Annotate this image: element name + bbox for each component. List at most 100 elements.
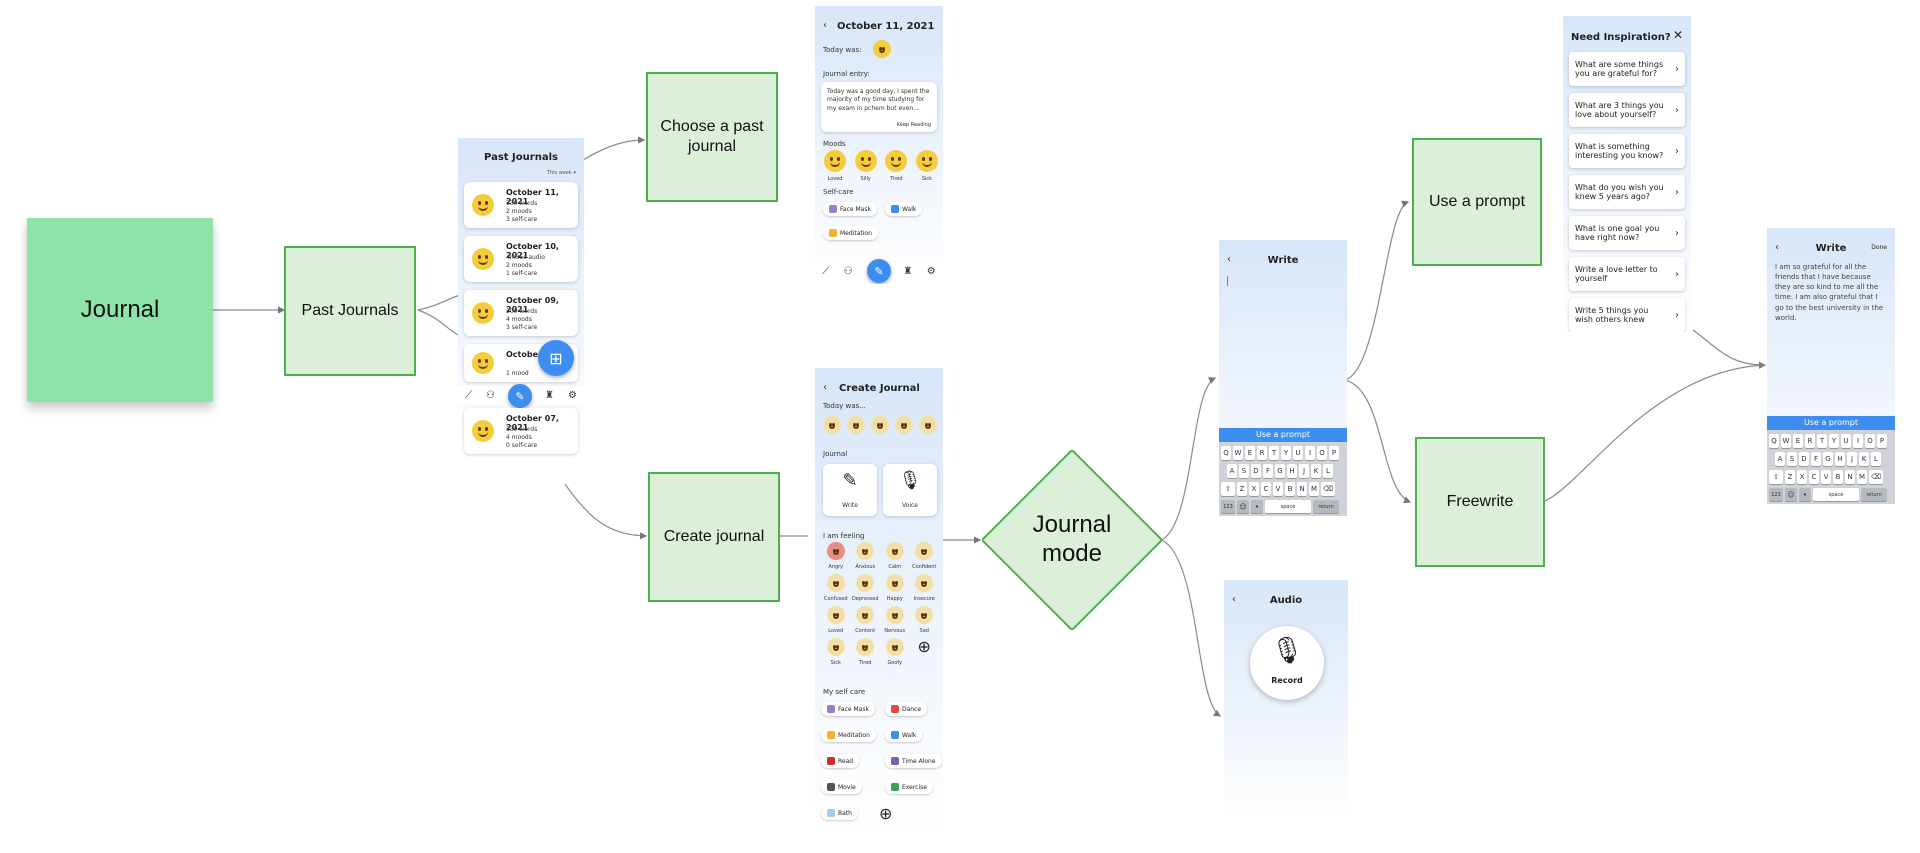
people-icon[interactable]: ⚇ xyxy=(486,389,495,401)
feeling-item[interactable]: Angry xyxy=(821,542,851,570)
prompt-card[interactable]: What do you wish you knew 5 years ago?› xyxy=(1569,175,1685,209)
selfcare-chip[interactable]: Meditation xyxy=(821,728,876,742)
feeling-item[interactable]: Happy xyxy=(880,574,910,602)
key-o[interactable]: O xyxy=(1865,434,1875,448)
selfcare-chip[interactable]: Exercise xyxy=(885,780,933,794)
journal-entry-card[interactable]: October 11, 2021 330 words 2 moods 3 sel… xyxy=(464,182,578,228)
emoji-key-icon[interactable]: ☺ xyxy=(1237,500,1249,513)
prompt-card[interactable]: Write 5 things you wish others knew› xyxy=(1569,298,1685,332)
key-y[interactable]: Y xyxy=(1829,434,1839,448)
key-v[interactable]: V xyxy=(1821,470,1831,484)
voice-option[interactable]: 🎙 Voice xyxy=(883,464,937,516)
key-g[interactable]: G xyxy=(1275,464,1285,478)
key-w[interactable]: W xyxy=(1781,434,1791,448)
back-chevron-icon[interactable]: ‹ xyxy=(823,20,827,31)
back-chevron-icon[interactable]: ‹ xyxy=(1232,594,1236,605)
key-j[interactable]: J xyxy=(1299,464,1309,478)
key-u[interactable]: U xyxy=(1293,446,1303,460)
happy-emoji-icon[interactable] xyxy=(895,416,913,434)
key-r[interactable]: R xyxy=(1805,434,1815,448)
pencil-fab-icon[interactable]: ✎ xyxy=(867,259,891,283)
feeling-item[interactable]: Tired xyxy=(851,638,881,666)
settings-icon[interactable]: ⚙ xyxy=(568,389,577,401)
key-m[interactable]: M xyxy=(1857,470,1867,484)
trophy-icon[interactable]: ♜ xyxy=(903,265,913,277)
text-cursor[interactable] xyxy=(1227,276,1228,286)
key-j[interactable]: J xyxy=(1847,452,1857,466)
selfcare-chip[interactable]: Time Alone xyxy=(885,754,942,768)
feeling-item[interactable]: Calm xyxy=(880,542,910,570)
add-journal-fab-icon[interactable]: ⊞ xyxy=(538,340,574,376)
neutral-emoji-icon[interactable] xyxy=(871,416,889,434)
key-x[interactable]: X xyxy=(1249,482,1259,496)
journal-entry-card[interactable]: October 09, 2021 200 words 4 moods 3 sel… xyxy=(464,290,578,336)
key-a[interactable]: A xyxy=(1775,452,1785,466)
feeling-item[interactable]: Content xyxy=(851,606,881,634)
trend-icon[interactable]: ⟋ xyxy=(465,389,472,401)
key-f[interactable]: F xyxy=(1263,464,1273,478)
key-c[interactable]: C xyxy=(1261,482,1271,496)
selfcare-chip[interactable]: Bath xyxy=(821,806,858,820)
selfcare-chip[interactable]: Read xyxy=(821,754,860,768)
prompt-card[interactable]: What are some things you are grateful fo… xyxy=(1569,52,1685,86)
pencil-fab-icon[interactable]: ✎ xyxy=(508,384,532,408)
write-option[interactable]: ✎ Write xyxy=(823,464,877,516)
back-chevron-icon[interactable]: ‹ xyxy=(1227,254,1231,265)
prompt-card[interactable]: What is one goal you have right now?› xyxy=(1569,216,1685,250)
done-button[interactable]: Done xyxy=(1871,244,1887,251)
key-g[interactable]: G xyxy=(1823,452,1833,466)
return-key[interactable]: return xyxy=(1861,488,1887,501)
key-h[interactable]: H xyxy=(1287,464,1297,478)
key-s[interactable]: S xyxy=(1239,464,1249,478)
key-b[interactable]: B xyxy=(1285,482,1295,496)
key-k[interactable]: K xyxy=(1859,452,1869,466)
key-n[interactable]: N xyxy=(1297,482,1307,496)
key-t[interactable]: T xyxy=(1817,434,1827,448)
key-c[interactable]: C xyxy=(1809,470,1819,484)
selfcare-chip[interactable]: Walk xyxy=(885,728,923,742)
create-journal-node[interactable]: Create journal xyxy=(648,472,780,602)
freewrite-node[interactable]: Freewrite xyxy=(1415,437,1545,567)
mic-key-icon[interactable]: • xyxy=(1799,488,1811,501)
key-e[interactable]: E xyxy=(1245,446,1255,460)
add-feeling-icon[interactable]: ⊕ xyxy=(917,637,931,656)
use-prompt-node[interactable]: Use a prompt xyxy=(1412,138,1542,266)
mic-key-icon[interactable]: • xyxy=(1251,500,1263,513)
key-r[interactable]: R xyxy=(1257,446,1267,460)
prompt-card[interactable]: What are 3 things you love about yoursel… xyxy=(1569,93,1685,127)
feeling-item[interactable]: Depressed xyxy=(851,574,881,602)
selfcare-chip[interactable]: Walk xyxy=(885,202,923,216)
feeling-item[interactable]: Insecure xyxy=(910,574,940,602)
very-sad-emoji-icon[interactable] xyxy=(823,416,841,434)
back-chevron-icon[interactable]: ‹ xyxy=(1775,242,1779,253)
past-journals-node[interactable]: Past Journals xyxy=(284,246,416,376)
feeling-item[interactable]: Confident xyxy=(910,542,940,570)
key-v[interactable]: V xyxy=(1273,482,1283,496)
journal-entry-card[interactable]: October 07, 2021 330 words 4 moods 0 sel… xyxy=(464,408,578,454)
feeling-item[interactable]: Anxious xyxy=(851,542,881,570)
numbers-key[interactable]: 123 xyxy=(1769,488,1783,501)
key-z[interactable]: Z xyxy=(1785,470,1795,484)
space-key[interactable]: space xyxy=(1813,488,1859,501)
use-prompt-bar[interactable]: Use a prompt xyxy=(1767,416,1895,430)
record-button[interactable]: 🎙 Record xyxy=(1250,626,1324,700)
key-n[interactable]: N xyxy=(1845,470,1855,484)
backspace-key-icon[interactable]: ⌫ xyxy=(1869,470,1883,484)
key-s[interactable]: S xyxy=(1787,452,1797,466)
feeling-item[interactable]: Sick xyxy=(821,638,851,666)
key-o[interactable]: O xyxy=(1317,446,1327,460)
key-h[interactable]: H xyxy=(1835,452,1845,466)
key-m[interactable]: M xyxy=(1309,482,1319,496)
selfcare-chip[interactable]: Dance xyxy=(885,702,928,716)
feeling-item[interactable]: Goofy xyxy=(880,638,910,666)
key-k[interactable]: K xyxy=(1311,464,1321,478)
selfcare-chip[interactable]: Face Mask xyxy=(821,702,875,716)
close-icon[interactable]: ✕ xyxy=(1672,28,1683,42)
key-l[interactable]: L xyxy=(1323,464,1333,478)
journal-node[interactable]: Journal xyxy=(27,218,213,402)
journal-text-area[interactable]: I am so grateful for all the friends tha… xyxy=(1775,263,1884,322)
journal-entry-preview[interactable]: Today was a good day, I spent the majori… xyxy=(821,82,937,132)
key-u[interactable]: U xyxy=(1841,434,1851,448)
shift-key-icon[interactable]: ⇧ xyxy=(1221,482,1235,496)
choose-past-journal-node[interactable]: Choose a past journal xyxy=(646,72,778,202)
